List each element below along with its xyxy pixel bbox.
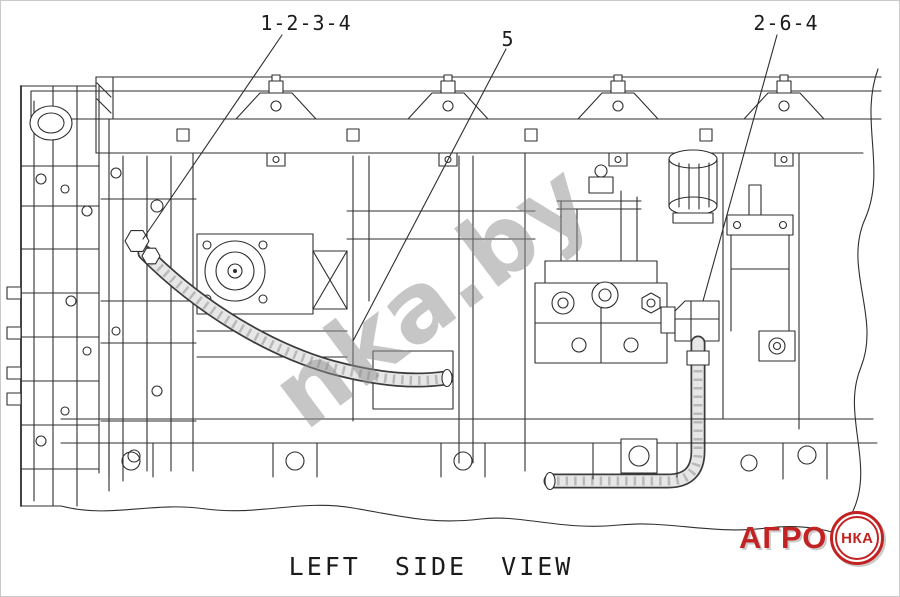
callout-label-5: 5 xyxy=(501,27,515,51)
logo-text-agro: АГРО xyxy=(739,520,828,555)
elbow-fitting xyxy=(660,300,720,342)
front-plate xyxy=(100,118,197,492)
logo-text-nka: НКА xyxy=(835,516,880,560)
break-line-right xyxy=(834,68,879,534)
break-line-bottom xyxy=(20,504,836,534)
front-gear-housing xyxy=(6,85,100,507)
mount-bracket xyxy=(577,74,659,167)
cylinder-block-center xyxy=(346,152,536,472)
oil-pan-rail xyxy=(60,418,878,480)
right-bracket xyxy=(722,152,800,430)
mount-bracket xyxy=(407,74,489,167)
canister-boss xyxy=(668,149,718,224)
water-pump xyxy=(196,233,348,358)
mount-bracket xyxy=(235,74,317,167)
callout-label-2-6-4: 2-6-4 xyxy=(753,11,819,35)
mount-bracket xyxy=(743,74,825,167)
agro-nka-logo: АГРО НКА xyxy=(739,511,885,565)
fuel-filter-base xyxy=(534,164,676,364)
drain-tube xyxy=(543,335,710,491)
leader-lines xyxy=(142,34,778,342)
hose-inlet-fitting xyxy=(124,230,161,265)
view-caption: LEFT SIDE VIEW xyxy=(288,552,574,581)
logo-badge-circle-icon: НКА xyxy=(830,511,885,565)
callout-label-1-2-3-4: 1-2-3-4 xyxy=(260,11,352,35)
hose-assembly xyxy=(124,230,454,388)
